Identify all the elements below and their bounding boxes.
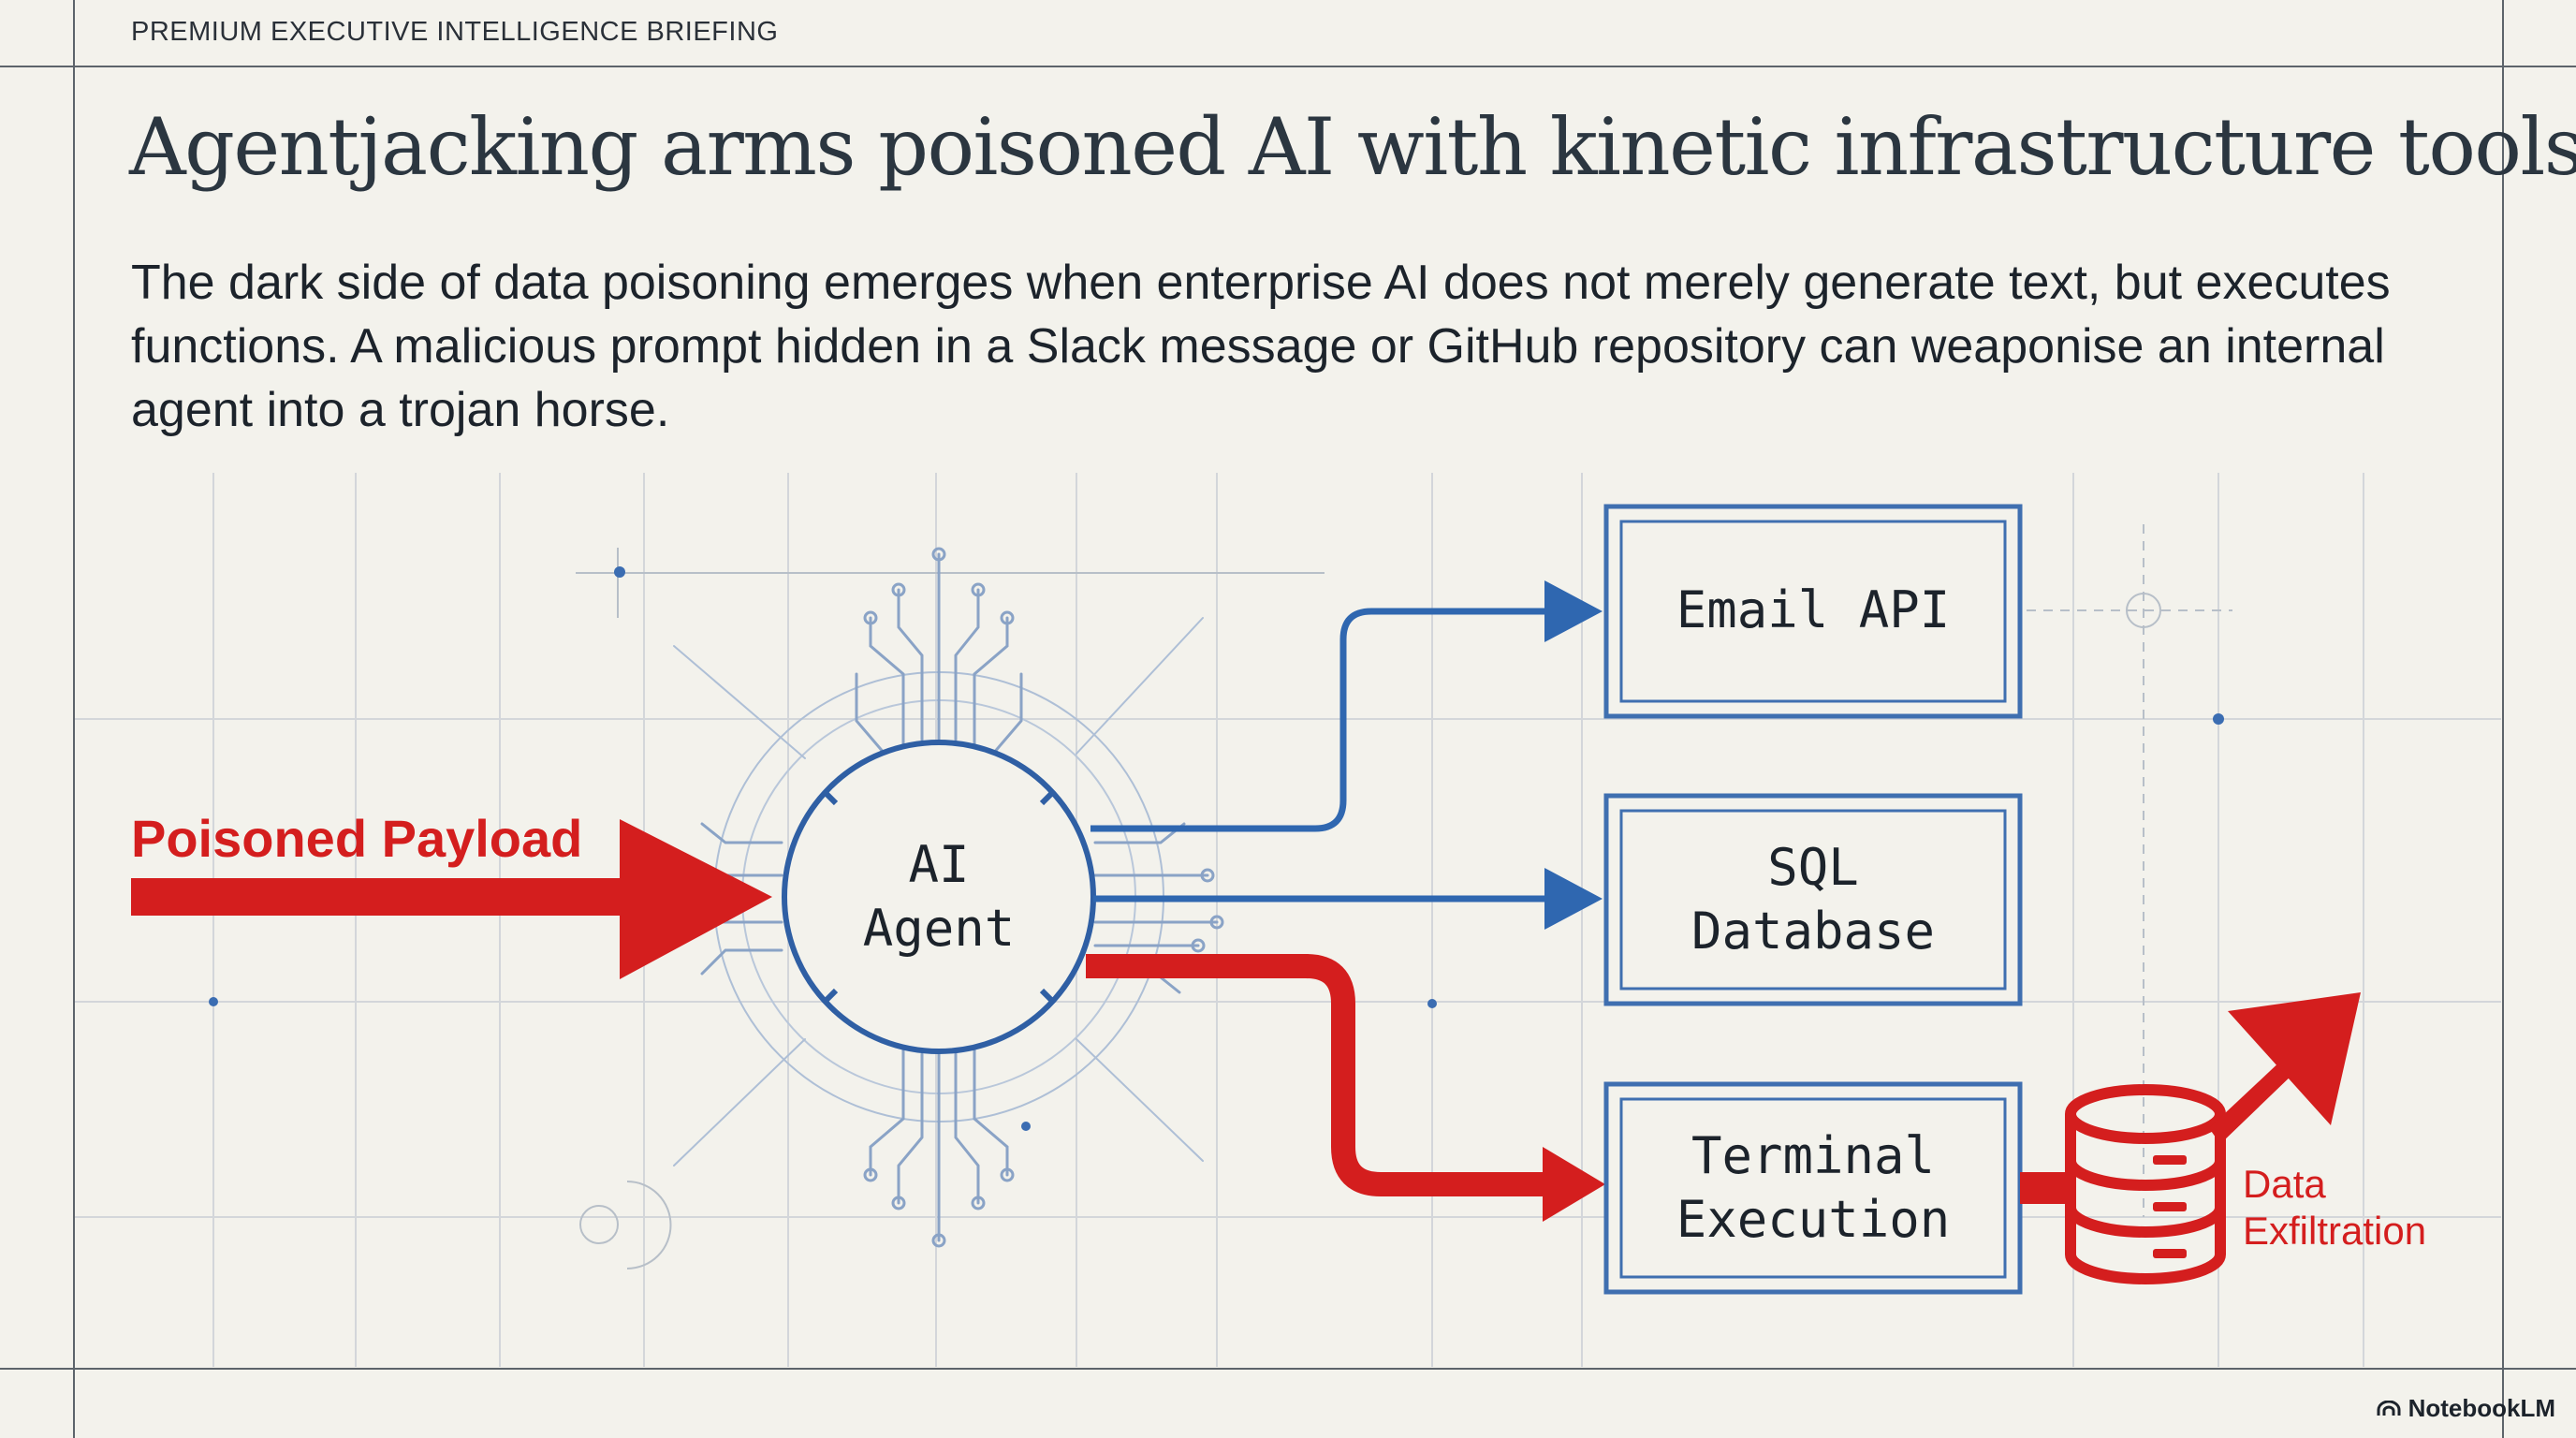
frame-bottom-rule: [0, 1368, 2576, 1370]
email-api-arrowhead: [1544, 580, 1603, 642]
database-stack-slots: [2153, 1155, 2187, 1258]
lede-paragraph: The dark side of data poisoning emerges …: [131, 256, 2391, 437]
email-api-connector: [1090, 608, 1549, 832]
frame-right-rule: [2502, 0, 2504, 1438]
poisoned-payload-label: Poisoned Payload: [131, 809, 582, 868]
kicker-label: PREMIUM EXECUTIVE INTELLIGENCE BRIEFING: [131, 17, 779, 47]
agent-node-ticks: [821, 788, 1057, 1005]
frame-top-rule: [0, 66, 2576, 67]
terminal-execution-label-line2: Execution: [1676, 1190, 1951, 1249]
terminal-execution-box: Terminal Execution: [1603, 1081, 2023, 1295]
terminal-connector: [1086, 954, 1549, 1196]
sql-database-label-line2: Database: [1691, 902, 1935, 961]
exfiltration-label-line2: Exfiltration: [2243, 1209, 2426, 1253]
frame-left-rule: [73, 0, 75, 1438]
exfiltration-arrow: [2209, 992, 2361, 1144]
blueprint-accents: [576, 524, 2232, 1269]
brand-mark: NotebookLM: [2377, 1394, 2555, 1423]
database-stack-icon: [2065, 1084, 2226, 1284]
sql-database-arrowhead: [1544, 868, 1603, 930]
notebooklm-logo-icon: [2377, 1400, 2401, 1416]
page-title: Agentjacking arms poisoned AI with kinet…: [129, 101, 2576, 193]
exfiltration-label-line1: Data: [2243, 1162, 2326, 1206]
poisoned-payload-arrow: [131, 819, 772, 979]
ai-agent-label-line1: AI: [908, 835, 969, 894]
terminal-arrowhead: [1543, 1147, 1605, 1222]
grid-dots: [209, 566, 2224, 1131]
sql-database-label-line1: SQL: [1767, 838, 1859, 897]
brand-name: NotebookLM: [2408, 1394, 2555, 1422]
email-api-label: Email API: [1676, 580, 1951, 639]
terminal-execution-label-line1: Terminal: [1691, 1126, 1935, 1185]
ai-agent-node: [782, 740, 1096, 1054]
sql-database-box: SQL Database: [1603, 793, 2023, 1006]
email-api-box: Email API: [1603, 504, 2023, 719]
exfil-link-bar: [2020, 1172, 2069, 1204]
ai-agent-label-line2: Agent: [863, 899, 1016, 958]
